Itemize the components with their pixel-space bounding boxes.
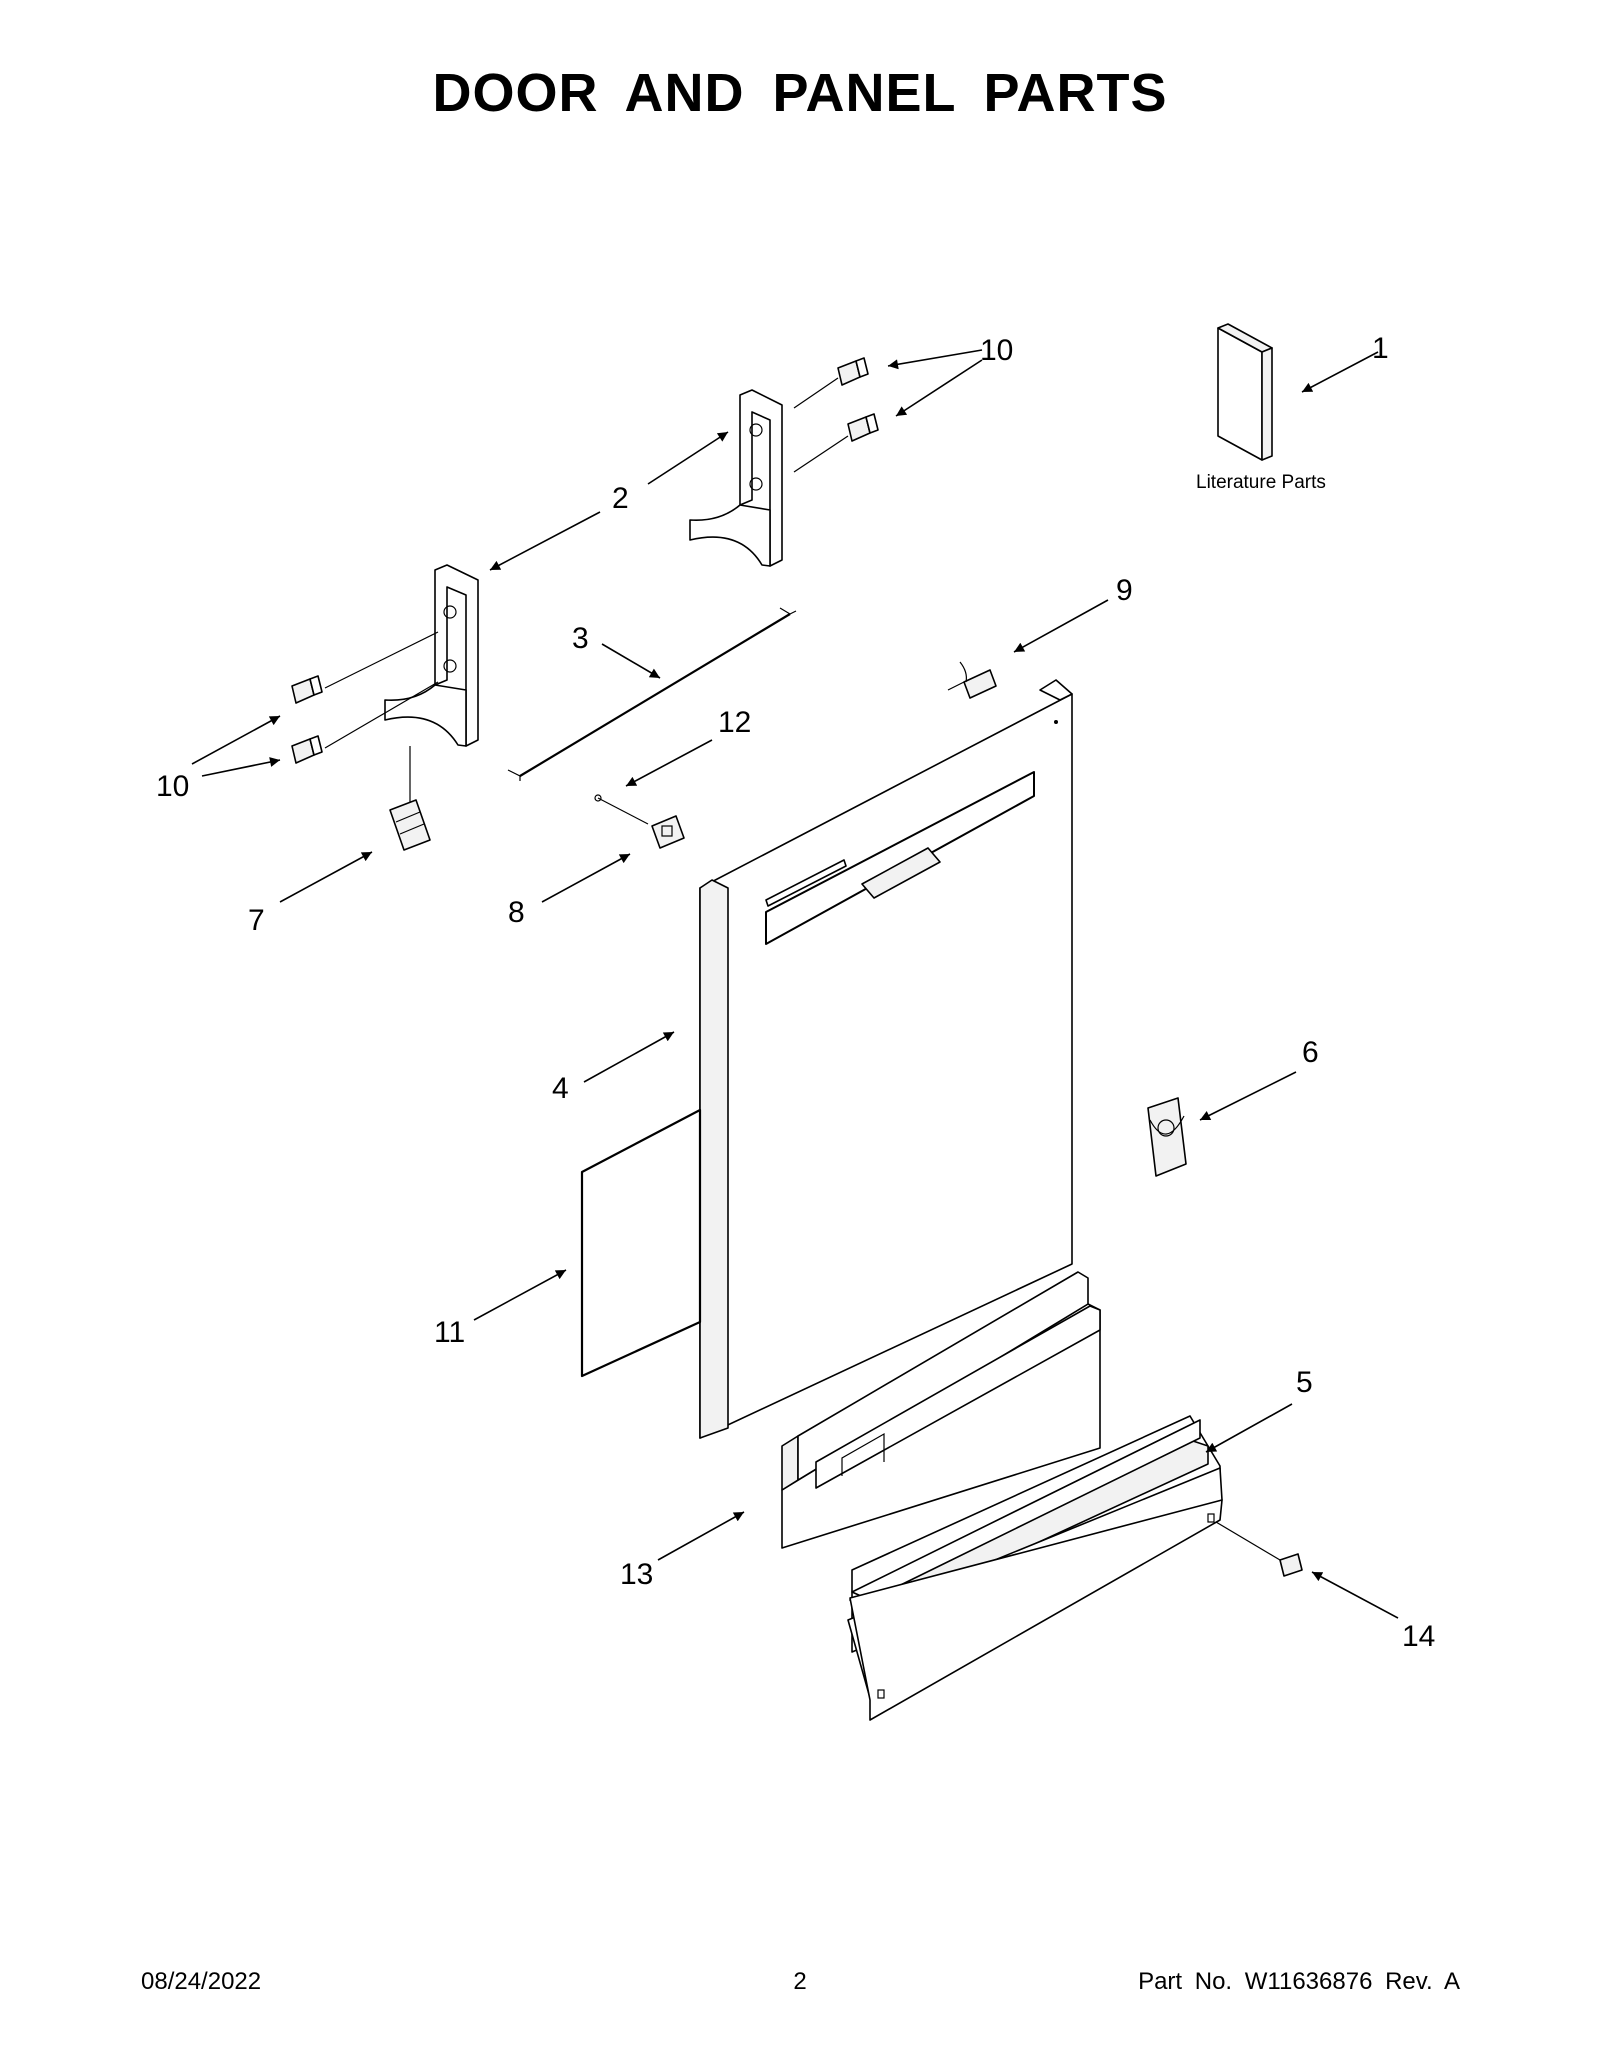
callout-5: 5 [1296,1366,1313,1399]
callout-4: 4 [552,1072,569,1105]
leader-lines [191,349,1399,1619]
callout-14: 14 [1402,1620,1435,1653]
screw-left-2 [291,735,323,764]
callout-1: 1 [1372,332,1389,365]
callout-7: 7 [248,904,265,937]
hinge-screws [291,357,879,764]
callout-10-left: 10 [156,770,189,803]
callout-9: 9 [1116,574,1133,607]
hinge-bracket-left [384,564,479,747]
footer-date: 08/24/2022 [141,1968,262,1995]
footer-page-number: 2 [793,1968,807,1995]
page-title: DOOR AND PANEL PARTS [432,63,1168,123]
callout-2: 2 [612,482,629,515]
screw-upper-right-2 [847,413,879,442]
callout-8: 8 [508,896,525,929]
callout-10-top: 10 [980,334,1013,367]
literature-parts-label: Literature Parts [1196,472,1326,493]
door-rod [507,607,797,781]
toe-rail-screw [1215,1521,1303,1577]
callout-6: 6 [1302,1036,1319,1069]
callout-11: 11 [434,1316,465,1349]
toe-kick-rail [847,1415,1223,1721]
toe-panel [781,1271,1101,1549]
callout-3: 3 [572,622,589,655]
door-bumper [389,746,431,851]
callout-13: 13 [620,1558,653,1591]
door-vent-latch [947,661,997,699]
hinge-bracket-right [689,389,783,567]
screw-upper-right-1 [837,357,869,386]
literature-parts [1217,323,1273,461]
insulation-panel [580,1108,702,1378]
door-panel [699,679,1073,1439]
screw-left-1 [291,675,323,704]
callout-12: 12 [718,706,751,739]
footer-part-number: Part No. W11636876 Rev. A [1138,1968,1460,1995]
door-latch-clip [594,794,685,849]
hinge-clip [1147,1097,1187,1177]
